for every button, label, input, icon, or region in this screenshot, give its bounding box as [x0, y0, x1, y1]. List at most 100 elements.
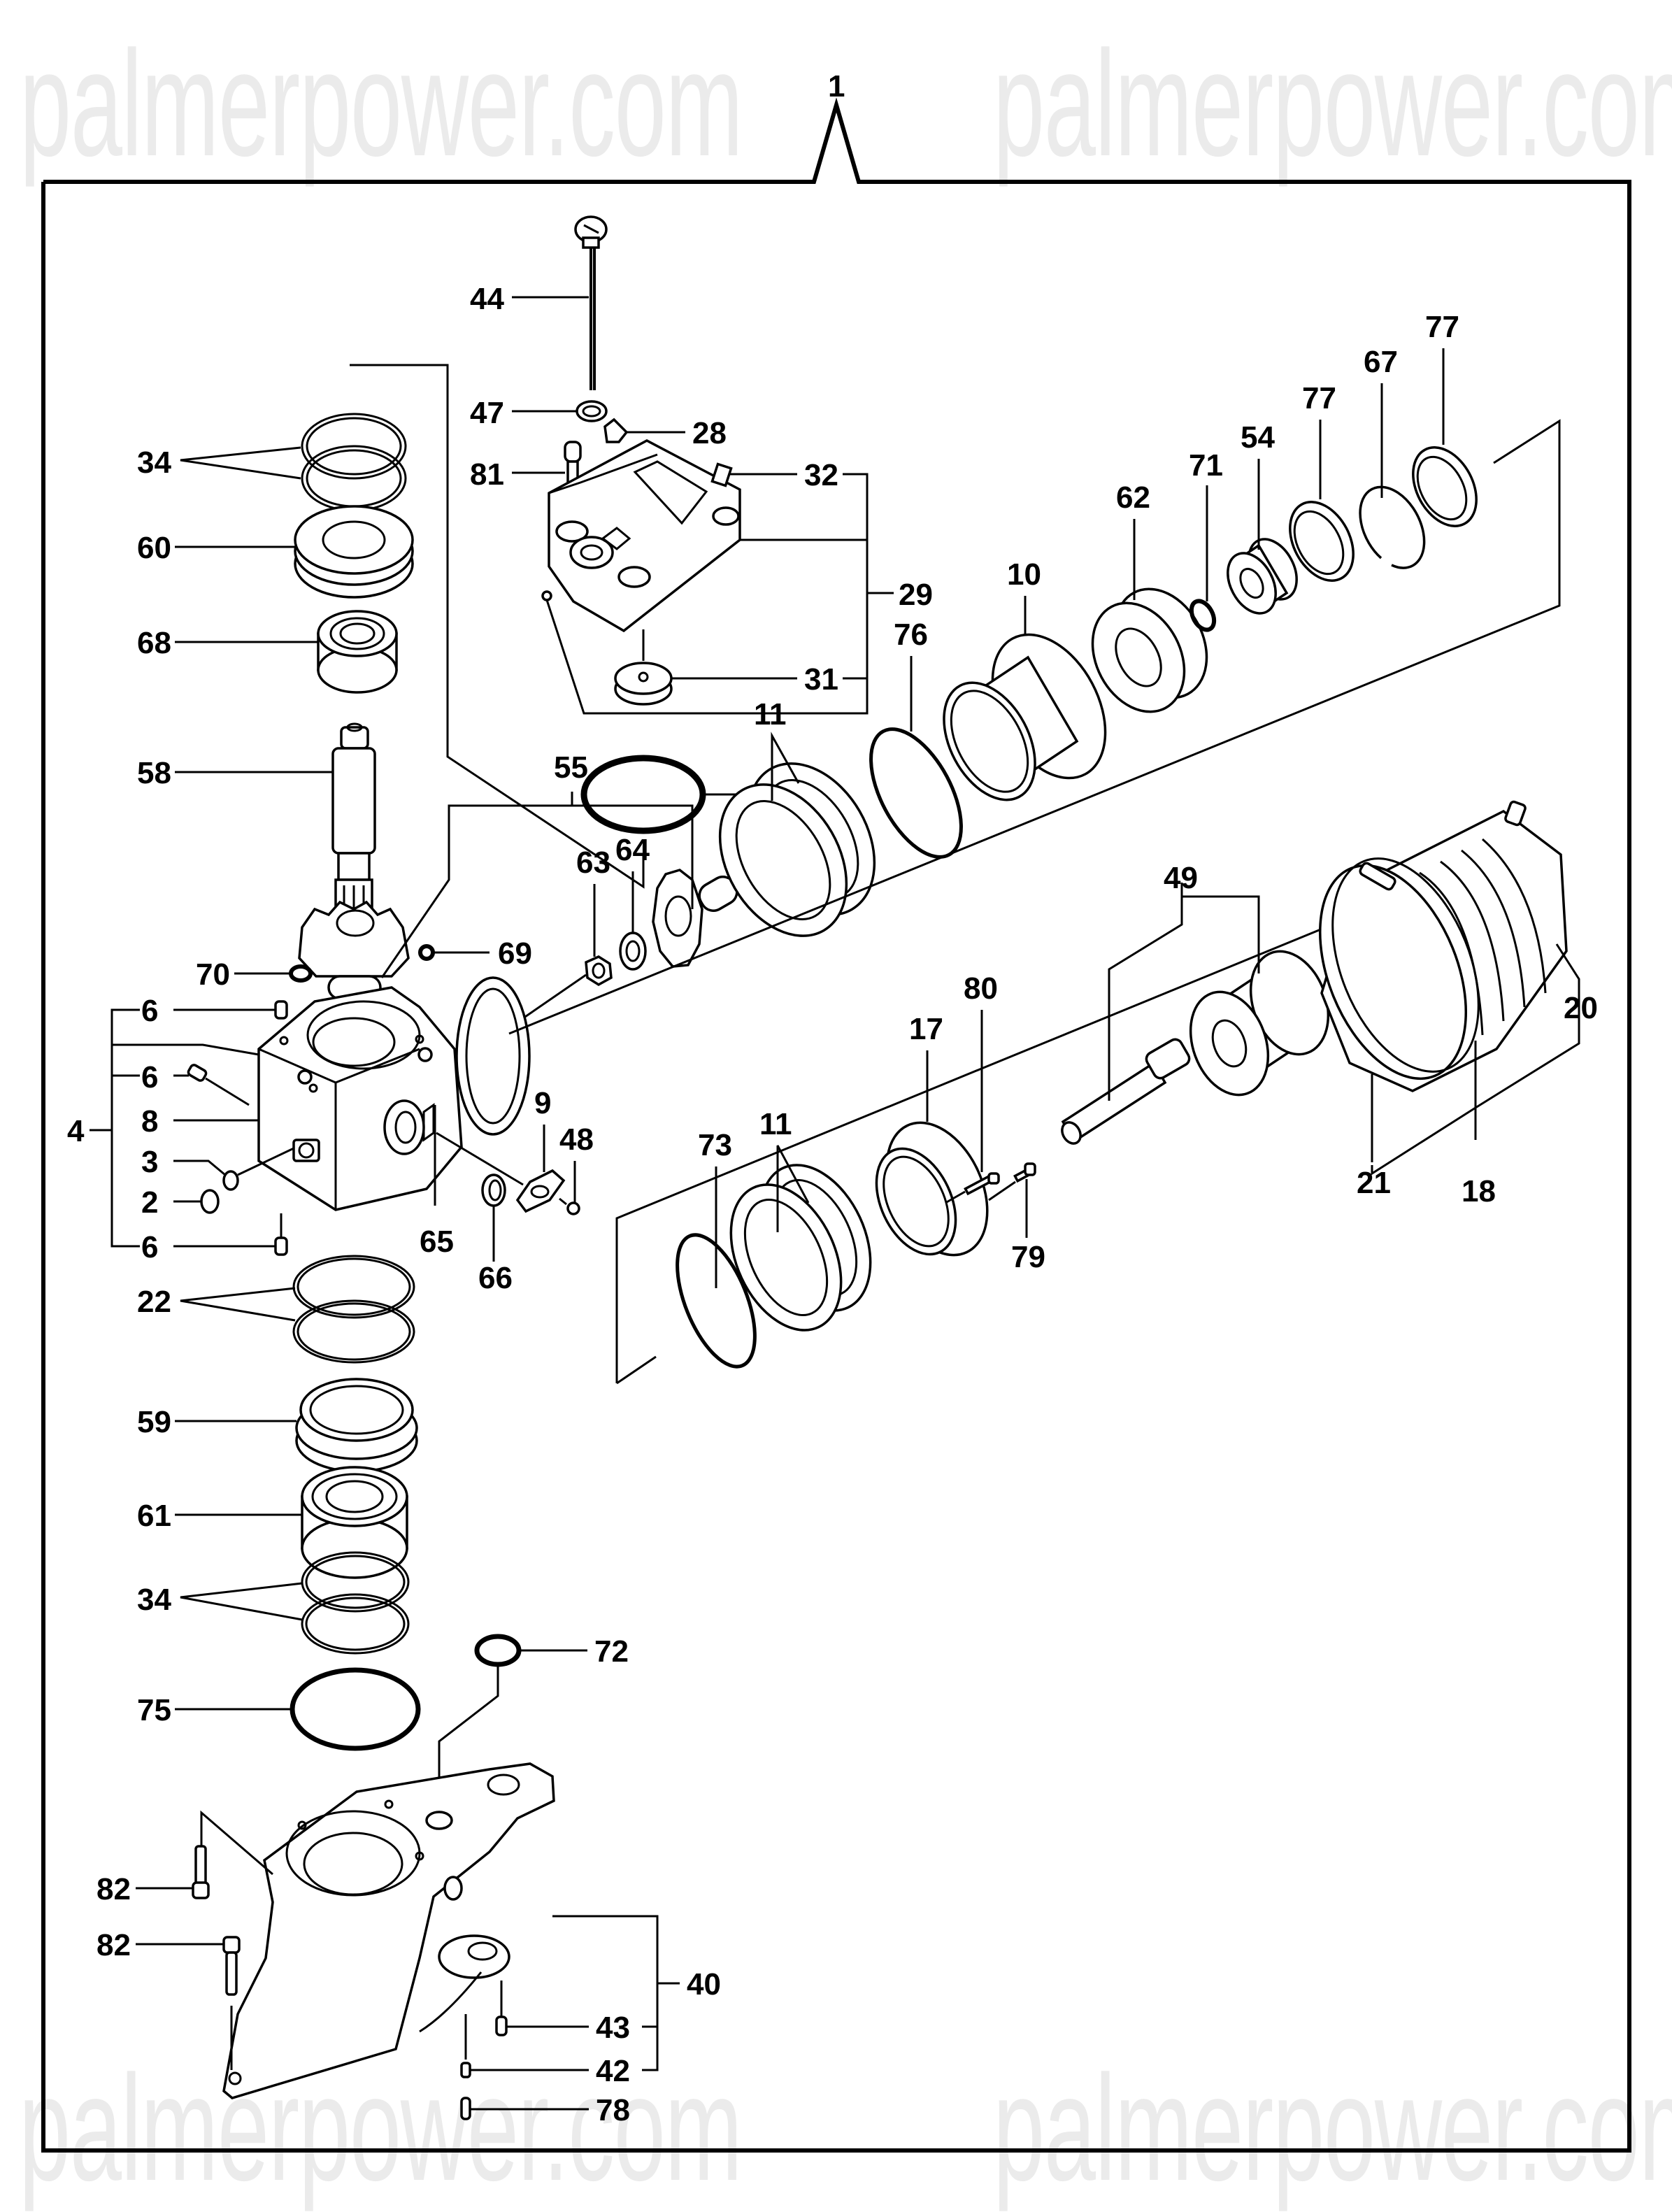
callout-62[interactable]: 62 [1116, 480, 1150, 515]
callout-1[interactable]: 1 [828, 69, 845, 104]
callout-68[interactable]: 68 [137, 626, 171, 660]
callout-69[interactable]: 69 [498, 936, 532, 971]
assembly-frame: 1 [41, 69, 1631, 2153]
lower-strut-part [222, 1762, 555, 2099]
callout-54[interactable]: 54 [1241, 420, 1275, 455]
callout-34-lower[interactable]: 34 [137, 1583, 171, 1617]
lower-shims-34-part [301, 1551, 410, 1655]
callout-55[interactable]: 55 [554, 750, 588, 785]
callout-31[interactable]: 31 [804, 662, 838, 697]
upper-bearing-part [317, 610, 398, 694]
callout-73[interactable]: 73 [698, 1128, 732, 1162]
callout-29[interactable]: 29 [899, 578, 933, 612]
callout-47[interactable]: 47 [470, 396, 504, 430]
callout-59[interactable]: 59 [137, 1405, 171, 1439]
o-ring-part [580, 755, 706, 834]
small-o-ring-69-part [418, 944, 435, 961]
callout-70[interactable]: 70 [196, 957, 230, 992]
gaskets-11-lower-part [729, 1164, 872, 1332]
o-ring-75-part [290, 1667, 421, 1751]
callout-72[interactable]: 72 [594, 1634, 629, 1669]
callout-6-top[interactable]: 6 [141, 994, 158, 1028]
callout-21[interactable]: 21 [1357, 1166, 1391, 1200]
upper-shims-part [301, 413, 407, 512]
callout-67[interactable]: 67 [1364, 345, 1398, 379]
callout-71[interactable]: 71 [1189, 448, 1223, 483]
callout-78[interactable]: 78 [596, 2093, 630, 2127]
dipstick-part [574, 215, 608, 390]
callout-6-bottom[interactable]: 6 [141, 1230, 158, 1264]
callout-63[interactable]: 63 [576, 845, 610, 880]
o-ring-71-part [1189, 599, 1217, 632]
callout-58[interactable]: 58 [137, 756, 171, 790]
pinion-gear-part [298, 900, 410, 1000]
callout-9[interactable]: 9 [534, 1086, 551, 1120]
upper-row-bracket [508, 419, 1561, 1035]
callout-79[interactable]: 79 [1011, 1240, 1045, 1274]
washer-3-part [222, 1170, 239, 1191]
set-screw-part [187, 1064, 208, 1082]
callout-17[interactable]: 17 [909, 1012, 943, 1046]
callout-80[interactable]: 80 [964, 971, 998, 1006]
screw-80-part [964, 1172, 1000, 1196]
callout-32[interactable]: 32 [804, 458, 838, 492]
drive-gear-part [652, 869, 738, 968]
callout-2[interactable]: 2 [141, 1185, 158, 1220]
bolt-82-upper-part [192, 1845, 210, 1899]
cap-part [614, 662, 673, 706]
callout-11-upper[interactable]: 11 [754, 697, 787, 732]
callout-76[interactable]: 76 [894, 618, 928, 652]
washer-part [576, 400, 608, 422]
callout-3[interactable]: 3 [141, 1145, 158, 1179]
callout-48[interactable]: 48 [559, 1122, 594, 1157]
callout-65[interactable]: 65 [420, 1225, 454, 1259]
callout-61[interactable]: 61 [137, 1499, 171, 1533]
bushing-54-part [1227, 538, 1298, 615]
callout-20[interactable]: 20 [1564, 991, 1598, 1025]
thrust-washer-part [619, 932, 647, 971]
callout-28[interactable]: 28 [692, 416, 727, 450]
callout-64[interactable]: 64 [615, 833, 650, 867]
o-ring-73-part [676, 1233, 757, 1369]
callout-34-upper[interactable]: 34 [137, 445, 171, 480]
callout-82-upper[interactable]: 82 [97, 1872, 131, 1906]
callout-4[interactable]: 4 [67, 1114, 85, 1148]
callout-40[interactable]: 40 [687, 1967, 721, 2001]
bolt-82-lower-part [222, 1936, 241, 1996]
callout-8[interactable]: 8 [141, 1104, 158, 1139]
callout-66[interactable]: 66 [478, 1261, 513, 1295]
callout-81[interactable]: 81 [470, 457, 504, 492]
seal-77-inner-part [1289, 501, 1355, 582]
callout-77-outer[interactable]: 77 [1425, 310, 1459, 344]
callout-44[interactable]: 44 [470, 282, 504, 316]
callout-82-lower[interactable]: 82 [97, 1928, 131, 1962]
callout-6-mid[interactable]: 6 [141, 1060, 158, 1094]
cover-group: 44 47 28 81 [470, 215, 933, 715]
callout-75[interactable]: 75 [137, 1693, 171, 1727]
plug-part [603, 418, 629, 443]
callout-42[interactable]: 42 [596, 2054, 630, 2088]
gear-housing-part [257, 976, 531, 1211]
callout-11-lower[interactable]: 11 [759, 1107, 792, 1141]
callout-18[interactable]: 18 [1462, 1174, 1496, 1208]
watermark-bottom-right: palmerpower.com [993, 2043, 1672, 2212]
watermark-top-right: palmerpower.com [993, 19, 1672, 187]
callout-60[interactable]: 60 [137, 531, 171, 565]
lower-row-bracket [615, 859, 1490, 1383]
circlip-67-part [1359, 485, 1426, 569]
nut-part [585, 955, 613, 987]
bellows-part [1318, 800, 1568, 1092]
callout-49[interactable]: 49 [1164, 861, 1198, 895]
pin-42-part [460, 2062, 471, 2078]
bearing-housing-10-part [943, 633, 1107, 801]
o-ring-72-part [474, 1634, 522, 1667]
breather-part [710, 462, 733, 487]
bearing-housing-part [294, 505, 414, 599]
callout-77-inner[interactable]: 77 [1302, 381, 1336, 415]
callout-22[interactable]: 22 [137, 1285, 171, 1319]
callout-10[interactable]: 10 [1007, 557, 1041, 592]
lower-bearing-part [301, 1466, 408, 1579]
watermark-bottom-left: palmerpower.com [19, 2043, 743, 2212]
callout-43[interactable]: 43 [596, 2011, 630, 2045]
gaskets-11-upper-part [718, 762, 876, 937]
